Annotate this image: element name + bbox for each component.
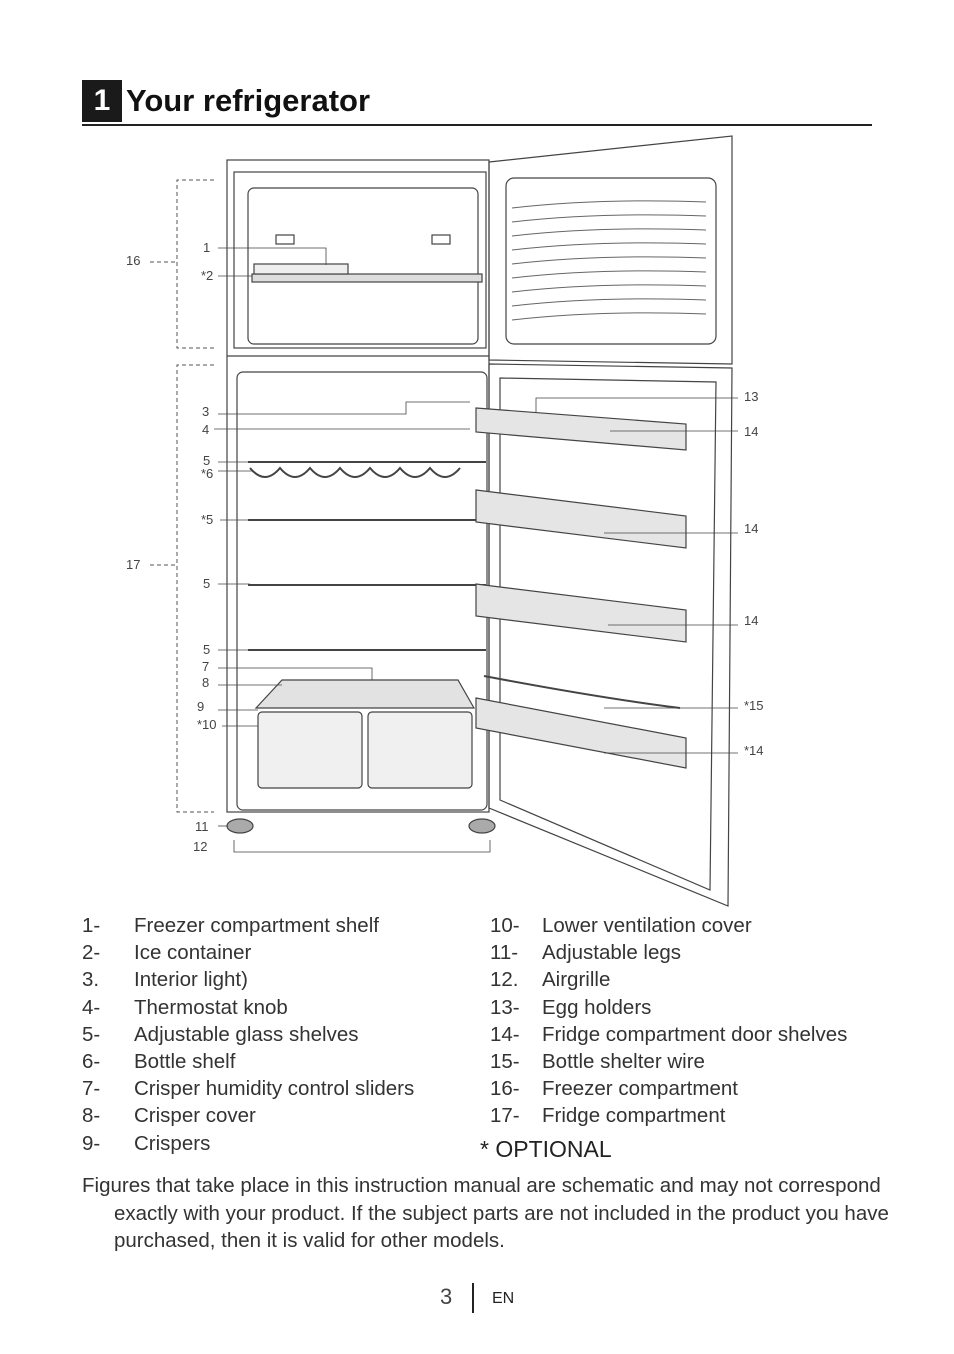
legend-item-number: 7- [82, 1077, 101, 1101]
legend-item-text: Bottle shelter wire [542, 1049, 705, 1073]
legend-item: 7- Crisper humidity control sliders [82, 1075, 414, 1102]
language-code: EN [492, 1290, 515, 1307]
legend-item: 4- Thermostat knob [82, 994, 414, 1021]
optional-note: * OPTIONAL [480, 1136, 612, 1162]
legend-item-text: Crisper cover [134, 1104, 256, 1128]
callout-4: 4 [202, 422, 209, 437]
legend-item-text: Freezer compartment [542, 1077, 738, 1101]
legend-item-number: 14- [490, 1022, 520, 1046]
callout-16: 16 [126, 253, 140, 268]
legend-item-number: 5- [82, 1022, 101, 1046]
legend-item-number: 3. [82, 968, 100, 992]
legend-item-text: Ice container [134, 941, 252, 965]
callout-8: 8 [202, 675, 209, 690]
legend-item-number: 2- [82, 941, 101, 965]
legend-item-number: 11- [490, 941, 519, 965]
disclaimer-note: Figures that take place in this instruct… [82, 1174, 889, 1252]
refrigerator-diagram: 1 *2 3 4 5 *6 *5 5 5 7 8 9 *10 11 12 13 … [126, 135, 764, 907]
legend-item-text: Egg holders [542, 995, 652, 1019]
callout-17: 17 [126, 557, 140, 572]
section-number: 1 [82, 80, 122, 122]
legend-item: 16- Freezer compartment [490, 1075, 847, 1102]
legend-item-number: 17- [490, 1104, 520, 1128]
callout-14b: 14 [744, 521, 758, 536]
legend-item-text: Crispers [134, 1131, 211, 1155]
legend-item: 6- Bottle shelf [82, 1048, 414, 1075]
legend-item-text: Airgrille [542, 968, 611, 992]
legend-item: 17- Fridge compartment [490, 1102, 847, 1129]
legend-right: 10- Lower ventilation cover 11- Adjustable … [490, 912, 847, 1130]
callout-9: 9 [197, 699, 204, 714]
callout-2: *2 [201, 268, 213, 283]
legend-item: 2- Ice container [82, 939, 414, 966]
callout-5c: 5 [203, 576, 210, 591]
legend-item: 5- Adjustable glass shelves [82, 1021, 414, 1048]
legend-item-text: Fridge compartment door shelves [542, 1022, 848, 1046]
legend-item-number: 10- [490, 914, 520, 937]
footer-divider [472, 1283, 474, 1313]
callout-7: 7 [202, 659, 209, 674]
legend-left: 1- Freezer compartment shelf 2- Ice contain… [82, 912, 414, 1157]
callout-5d: 5 [203, 642, 210, 657]
legend-item-number: 8- [82, 1104, 101, 1128]
legend-item-number: 9- [82, 1131, 101, 1155]
legend-item: 9- Crispers [82, 1130, 414, 1157]
legend-item: 8- Crisper cover [82, 1102, 414, 1129]
section-header: 1 Your refrigerator [82, 80, 872, 126]
legend-item-number: 6- [82, 1049, 101, 1073]
legend-item-number: 1- [82, 914, 101, 937]
legend-item: 10- Lower ventilation cover [490, 912, 847, 939]
legend-item: 1- Freezer compartment shelf [82, 912, 414, 939]
legend-item-text: Bottle shelf [134, 1049, 236, 1073]
callout-10: *10 [197, 717, 217, 732]
legend-item-text: Freezer compartment shelf [134, 914, 379, 937]
legend-item: 15- Bottle shelter wire [490, 1048, 847, 1075]
legend-item-number: 16- [490, 1077, 520, 1101]
page-number: 3 [440, 1284, 453, 1309]
callout-5b: *5 [201, 512, 213, 527]
legend-item-number: 4- [82, 995, 101, 1019]
legend-item-text: Adjustable legs [542, 941, 682, 965]
callout-11: 11 [195, 819, 209, 834]
legend-item-number: 13- [490, 995, 520, 1019]
callout-14c: 14 [744, 613, 758, 628]
legend-item-text: Interior light) [134, 968, 248, 992]
callout-15: *15 [744, 698, 764, 713]
callout-3: 3 [202, 404, 209, 419]
legend-item-text: Lower ventilation cover [542, 914, 752, 937]
legend-item-text: Adjustable glass shelves [134, 1022, 359, 1046]
legend-item-text: Crisper humidity control sliders [134, 1077, 415, 1101]
legend-item: 3. Interior light) [82, 966, 414, 993]
callout-6: *6 [201, 466, 213, 481]
callout-1: 1 [203, 240, 210, 255]
callout-13: 13 [744, 389, 758, 404]
legend-item-text: Fridge compartment [542, 1104, 726, 1128]
legend-item: 13- Egg holders [490, 994, 847, 1021]
callout-14a: 14 [744, 424, 758, 439]
legend-item-text: Thermostat knob [134, 995, 288, 1019]
callout-14d: *14 [744, 743, 764, 758]
callout-12: 12 [193, 839, 207, 854]
legend-item-number: 12. [490, 968, 519, 992]
callout-5a: 5 [203, 453, 210, 468]
legend-item-number: 15- [490, 1049, 520, 1073]
legend-item: 12. Airgrille [490, 966, 847, 993]
legend-item: 14- Fridge compartment door shelves [490, 1021, 847, 1048]
page-title: Your refrigerator [126, 83, 371, 118]
legend-item: 11- Adjustable legs [490, 939, 847, 966]
